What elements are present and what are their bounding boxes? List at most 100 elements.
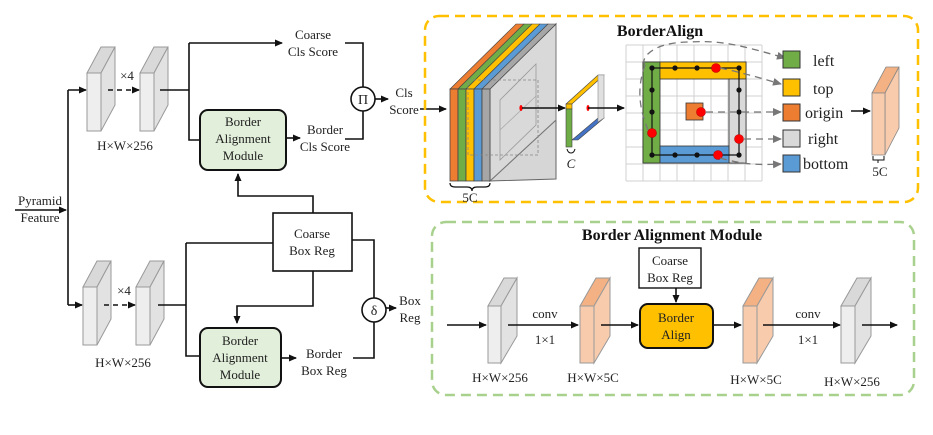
legend-swatch-right — [782, 129, 801, 148]
sample-point — [736, 152, 742, 158]
feature-label: Feature — [21, 210, 60, 225]
bam-coarse-label-2: Box Reg — [647, 270, 693, 285]
reg-branch: ×4 H×W×256 Coarse Box Reg Border Alignme… — [68, 173, 421, 388]
bam-panel-border — [430, 220, 916, 397]
legend-label-right: right — [808, 131, 839, 148]
delta-operator — [361, 297, 387, 323]
max-point-left — [647, 128, 657, 138]
feature-map-cls-2 — [139, 46, 169, 132]
module-label-1: Border — [225, 114, 262, 129]
origin-point — [696, 107, 706, 117]
module-label-2: Alignment — [212, 350, 268, 365]
max-point-right — [734, 134, 744, 144]
border-cls-label-2: Cls Score — [300, 139, 350, 154]
coarse-to-product-line — [345, 42, 364, 87]
conv2-kernel-label: 1×1 — [798, 332, 818, 347]
bam-feature-1 — [487, 276, 518, 365]
module-label-3: Module — [223, 148, 264, 163]
sample-point — [672, 65, 678, 71]
legend-swatch-bottom — [782, 154, 801, 173]
coarse-cls-label-2: Cls Score — [288, 44, 338, 59]
sample-point — [736, 65, 742, 71]
max-point-bottom — [713, 150, 723, 160]
borderalign-panel-border — [423, 14, 920, 204]
conv2-label: conv — [795, 306, 821, 321]
border-box-label-2: Box Reg — [301, 363, 347, 378]
coarse-box-reg-input: Coarse Box Reg — [638, 247, 702, 289]
bam-feature-3 — [742, 276, 774, 365]
border-box-to-delta-line — [353, 322, 375, 359]
border-to-product-line — [345, 111, 364, 140]
repeat-label-cls: ×4 — [120, 68, 134, 83]
border-align-op: Border Align — [639, 303, 714, 349]
feature-map-reg-1 — [82, 260, 112, 346]
cls-score-label-1: Cls — [395, 85, 412, 100]
border-align-label-2: Align — [661, 327, 691, 342]
bam-dims-2: H×W×5C — [567, 370, 619, 385]
delta-symbol: δ — [371, 304, 378, 319]
border-alignment-module-cls: Border Alignment Module — [199, 109, 287, 171]
sample-point — [694, 65, 700, 71]
legend-label-bottom: bottom — [803, 156, 849, 173]
sample-point — [649, 109, 655, 115]
legend-label-origin: origin — [805, 105, 843, 122]
sample-point — [736, 109, 742, 115]
repeat-label-reg: ×4 — [117, 283, 131, 298]
legend-swatch-top — [782, 78, 801, 97]
pyramid-feature-input: Pyramid Feature — [15, 90, 69, 305]
reg-split-line — [185, 243, 200, 357]
stack-label-5c: 5C — [462, 190, 477, 205]
slice-label-c: C — [567, 156, 576, 171]
coarse-box-label-2: Box Reg — [289, 243, 335, 258]
pyramid-label: Pyramid — [18, 193, 63, 208]
legend-label-top: top — [813, 81, 833, 98]
conv1-label: conv — [532, 306, 558, 321]
max-point-top — [711, 63, 721, 73]
bam-dims-3: H×W×5C — [730, 372, 782, 387]
border-box-label-1: Border — [306, 346, 343, 361]
conv1-kernel-label: 1×1 — [535, 332, 555, 347]
legend-label-left: left — [813, 53, 835, 70]
bam-coarse-label-1: Coarse — [652, 253, 688, 268]
output-label-5c: 5C — [872, 164, 887, 179]
feature-slice-c — [565, 74, 605, 154]
module-label-1: Border — [222, 333, 259, 348]
cls-branch: ×4 H×W×256 Coarse Cls Score Border Align… — [68, 27, 447, 171]
sample-point — [649, 65, 655, 71]
sample-point — [649, 87, 655, 93]
borderalign-panel: BorderAlign 5C — [423, 14, 920, 205]
legend-swatch-origin — [782, 103, 801, 122]
box-reg-label-1: Box — [399, 293, 421, 308]
top-border-region — [659, 61, 747, 80]
cls-split-line — [188, 43, 200, 141]
feature-map-cls-1 — [86, 46, 116, 132]
legend-swatch-left — [782, 50, 801, 69]
dims-label-cls: H×W×256 — [97, 138, 153, 153]
coarse-box-reg-node: Coarse Box Reg — [272, 212, 353, 272]
sample-point — [736, 87, 742, 93]
bam-panel: Border Alignment Module H×W×256 conv 1×1… — [430, 220, 916, 397]
module-label-3: Module — [220, 367, 261, 382]
border-cls-label-1: Border — [307, 122, 344, 137]
stacked-feature-5c — [449, 22, 557, 192]
sample-point — [694, 152, 700, 158]
sample-point — [672, 152, 678, 158]
box-reg-label-2: Reg — [400, 310, 421, 325]
border-align-label-1: Border — [658, 310, 695, 325]
sample-point — [649, 152, 655, 158]
product-symbol: Π — [358, 93, 368, 108]
module-label-2: Alignment — [215, 131, 271, 146]
coarse-box-to-delta-line — [352, 239, 375, 298]
feature-map-reg-2 — [135, 260, 165, 346]
coarse-box-to-reg-module-arrow — [233, 271, 314, 324]
sampling-grid — [625, 40, 786, 182]
bam-title: Border Alignment Module — [582, 227, 762, 244]
borderalign-title: BorderAlign — [617, 23, 703, 40]
bam-feature-4 — [840, 276, 872, 365]
bam-feature-2 — [579, 276, 611, 365]
output-feature-5c — [871, 66, 900, 163]
bam-dims-1: H×W×256 — [472, 370, 528, 385]
cls-score-label-2: Score — [389, 102, 419, 117]
coarse-cls-label-1: Coarse — [295, 27, 331, 42]
